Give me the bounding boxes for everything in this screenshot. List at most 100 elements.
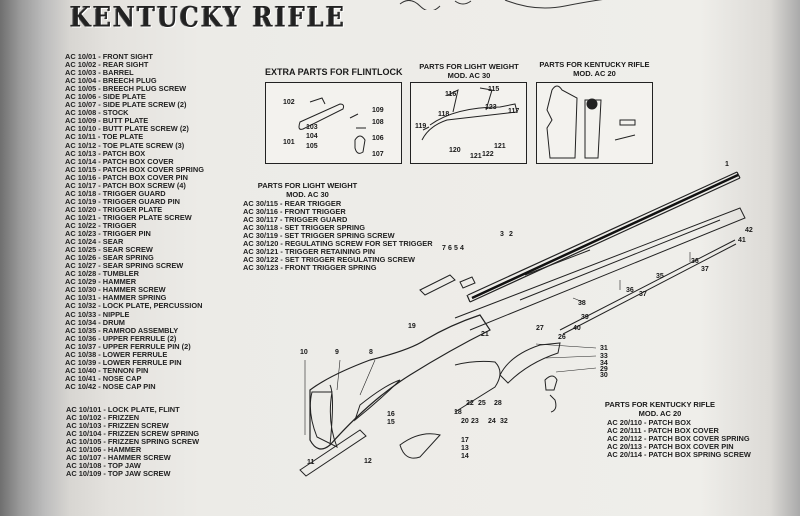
- part-list-item: AC 10/30 - HAMMER SCREW: [65, 285, 166, 295]
- part-list-item: AC 10/102 - FRIZZEN: [66, 413, 140, 423]
- callout-number: 12: [364, 458, 372, 465]
- callout-number: 4: [460, 245, 464, 252]
- part-list-item: AC 10/18 - TRIGGER GUARD: [65, 188, 166, 198]
- part-list-item: AC 10/20 - TRIGGER PLATE: [65, 204, 163, 214]
- part-list-item: AC 10/08 - STOCK: [65, 108, 129, 118]
- callout-number: 10: [300, 349, 308, 356]
- part-list-item: AC 10/15 - PATCH BOX COVER SPRING: [65, 164, 204, 174]
- part-list-item: AC 30/121 - TRIGGER RETAINING PIN: [243, 247, 376, 257]
- part-list-item: AC 10/21 - TRIGGER PLATE SCREW: [65, 212, 192, 222]
- callout-number: 14: [461, 453, 469, 460]
- callout-number: 102: [283, 99, 295, 106]
- callout-number: 8: [369, 349, 373, 356]
- callout-number: 37: [701, 266, 709, 273]
- callout-number: 24: [488, 418, 496, 425]
- part-list-item: AC 10/05 - BREECH PLUG SCREW: [65, 84, 187, 94]
- callout-number: 118: [438, 111, 450, 118]
- part-list-item: AC 10/32 - LOCK PLATE, PERCUSSION: [65, 301, 203, 311]
- callout-number: 21: [481, 331, 489, 338]
- part-list-item: AC 10/24 - SEAR: [65, 237, 124, 247]
- callout-number: 22: [466, 400, 474, 407]
- callout-number: 121: [494, 143, 506, 150]
- callout-number: 34: [600, 360, 608, 367]
- part-list-item: AC 10/34 - DRUM: [65, 317, 125, 327]
- part-list-item: AC 10/16 - PATCH BOX COVER PIN: [65, 172, 188, 182]
- callout-number: 28: [494, 400, 502, 407]
- part-list-item: AC 10/14 - PATCH BOX COVER: [65, 156, 174, 166]
- callout-number: 35: [656, 273, 664, 280]
- callout-number: 19: [408, 323, 416, 330]
- part-list-item: AC 10/103 - FRIZZEN SCREW: [66, 421, 169, 431]
- part-list-item: AC 30/118 - SET TRIGGER SPRING: [243, 223, 365, 233]
- callout-number: 27: [536, 325, 544, 332]
- part-list-item: AC 10/106 - HAMMER: [66, 445, 142, 455]
- part-list-item: AC 10/35 - RAMROD ASSEMBLY: [65, 325, 179, 335]
- part-list-item: AC 10/107 - HAMMER SCREW: [66, 453, 171, 463]
- part-list-item: AC 10/13 - PATCH BOX: [65, 148, 146, 158]
- callout-number: 1: [725, 161, 729, 168]
- part-list-item: AC 10/19 - TRIGGER GUARD PIN: [65, 196, 180, 206]
- callout-number: 104: [306, 133, 318, 140]
- part-list-item: AC 10/22 - TRIGGER: [65, 220, 137, 230]
- part-list-item: AC 10/03 - BARREL: [65, 68, 134, 78]
- callout-number: 115: [488, 86, 500, 93]
- callout-number: 120: [449, 147, 461, 154]
- callout-number: 105: [306, 143, 318, 150]
- part-list-item: AC 10/25 - SEAR SCREW: [65, 245, 153, 255]
- callout-number: 9: [335, 349, 339, 356]
- callout-number: 2: [509, 231, 513, 238]
- part-list-item: AC 10/02 - REAR SIGHT: [65, 60, 149, 70]
- callout-number: 17: [461, 437, 469, 444]
- callout-number: 117: [508, 108, 520, 115]
- part-list-item: AC 10/28 - TUMBLER: [65, 269, 139, 279]
- callout-number: 31: [600, 345, 608, 352]
- part-list-item: AC 10/10 - BUTT PLATE SCREW (2): [65, 124, 189, 134]
- part-list-item: AC 10/26 - SEAR SPRING: [65, 253, 154, 263]
- part-list-item: AC 10/07 - SIDE PLATE SCREW (2): [65, 100, 187, 110]
- callout-number: 26: [558, 334, 566, 341]
- part-list-item: AC 10/39 - LOWER FERRULE PIN: [65, 357, 182, 367]
- part-list-item: AC 10/37 - UPPER FERRULE PIN (2): [65, 341, 191, 351]
- part-list-item: AC 10/12 - TOE PLATE SCREW (3): [65, 140, 185, 150]
- part-list-item: AC 10/01 - FRONT SIGHT: [65, 52, 153, 61]
- callout-number: 103: [306, 124, 318, 131]
- callout-number: 42: [745, 227, 753, 234]
- callout-number: 32: [500, 418, 508, 425]
- callout-number: 25: [478, 400, 486, 407]
- part-list-item: AC 30/115 - REAR TRIGGER: [243, 199, 342, 208]
- part-list-item: AC 10/101 - LOCK PLATE, FLINT: [66, 405, 180, 414]
- part-list-item: AC 10/40 - TENNON PIN: [65, 365, 149, 375]
- kentucky-parts-box: [536, 82, 653, 164]
- part-list-item: AC 10/31 - HAMMER SPRING: [65, 293, 167, 303]
- part-list-item: AC 30/120 - REGULATING SCREW FOR SET TRI…: [243, 239, 433, 249]
- part-list-item: AC 10/36 - UPPER FERRULE (2): [65, 333, 177, 343]
- page-title: KENTUCKY RIFLE: [70, 0, 347, 34]
- callout-number: 38: [578, 300, 586, 307]
- part-list-item: AC 10/38 - LOWER FERRULE: [65, 349, 168, 359]
- part-list-item: AC 30/117 - TRIGGER GUARD: [243, 215, 348, 225]
- part-list-item: AC 30/123 - FRONT TRIGGER SPRING: [243, 263, 377, 273]
- callout-number: 108: [372, 119, 384, 126]
- callout-number: 13: [461, 445, 469, 452]
- callout-number: 107: [372, 151, 384, 158]
- callout-number: 20: [461, 418, 469, 425]
- part-list-item: AC 10/108 - TOP JAW: [66, 461, 141, 471]
- part-list-item: AC 10/27 - SEAR SPRING SCREW: [65, 261, 184, 271]
- callout-number: 36: [691, 258, 699, 265]
- part-list-item: AC 10/29 - HAMMER: [65, 277, 137, 287]
- callout-number: 23: [471, 418, 479, 425]
- part-list-item: AC 10/17 - PATCH BOX SCREW (4): [65, 180, 186, 190]
- flintlock-parts-box: [265, 82, 402, 164]
- part-list-item: AC 20/113 - PATCH BOX COVER PIN: [607, 442, 734, 452]
- callout-number: 106: [372, 135, 384, 142]
- callout-number: 18: [454, 409, 462, 416]
- callout-number: 119: [415, 123, 427, 130]
